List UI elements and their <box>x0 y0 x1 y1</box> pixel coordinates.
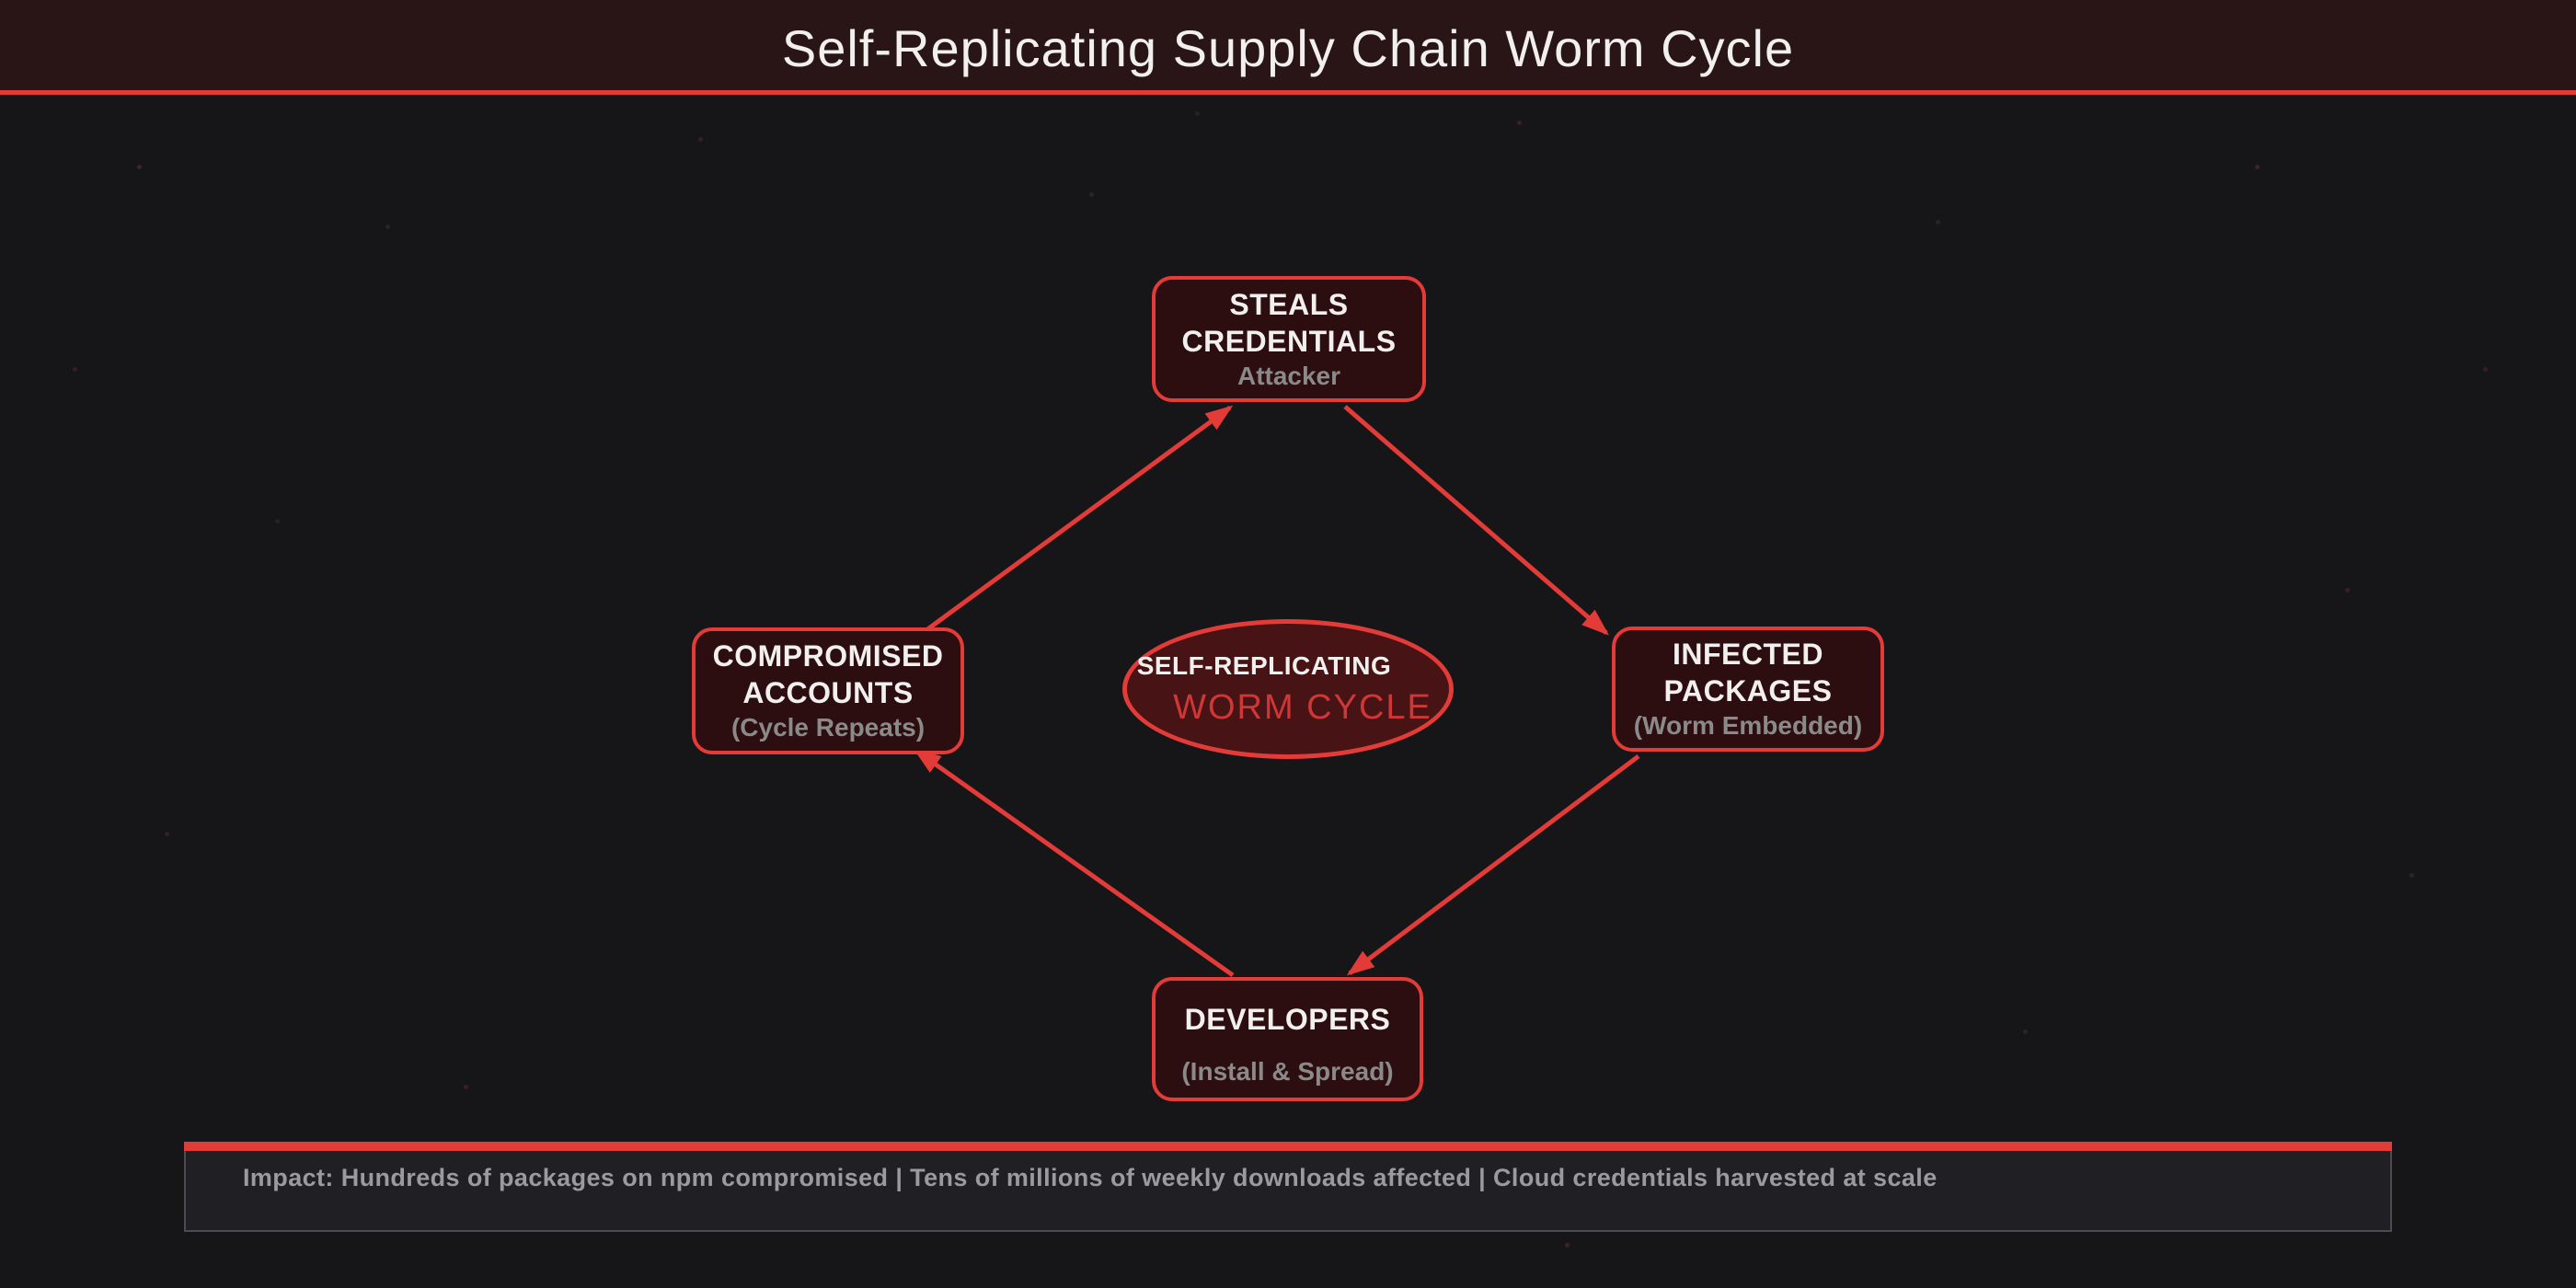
impact-panel: Impact: Hundreds of packages on npm comp… <box>184 1151 2392 1232</box>
impact-accent-bar <box>184 1142 2392 1151</box>
node-steals-credentials: STEALS CREDENTIALS Attacker <box>1152 276 1426 402</box>
cycle-label-line1: SELF-REPLICATING <box>1136 650 1392 680</box>
edge-steals-credentials-to-infected-packages <box>1343 405 1610 636</box>
page-title: Self-Replicating Supply Chain Worm Cycle <box>781 18 1795 77</box>
edge-infected-packages-to-developers <box>1346 754 1640 976</box>
node-subtitle: Attacker <box>1236 361 1341 390</box>
node-subtitle: (Install & Spread) <box>1181 1057 1394 1086</box>
edge-compromised-accounts-to-steals-credentials <box>918 405 1234 638</box>
node-title-line: INFECTED <box>1673 638 1823 671</box>
node-developers: DEVELOPERS (Install & Spread) <box>1152 977 1423 1101</box>
title-bar: Self-Replicating Supply Chain Worm Cycle <box>0 0 2576 95</box>
cycle-label-line2: WORM CYCLE <box>1173 687 1432 727</box>
node-infected-packages: INFECTED PACKAGES (Worm Embedded) <box>1612 627 1884 752</box>
node-title-line: DEVELOPERS <box>1184 1003 1391 1036</box>
node-title-line: COMPROMISED <box>712 639 944 673</box>
node-subtitle: (Cycle Repeats) <box>730 713 926 742</box>
impact-text: Impact: Hundreds of packages on npm comp… <box>243 1164 1938 1191</box>
node-title-line: STEALS <box>1229 287 1349 321</box>
node-title-line: CREDENTIALS <box>1181 324 1397 358</box>
edge-developers-to-compromised-accounts <box>913 748 1235 978</box>
node-subtitle: (Worm Embedded) <box>1633 711 1863 740</box>
center-cycle-ellipse: SELF-REPLICATING WORM CYCLE <box>1122 619 1454 759</box>
impact-summary-bar: Impact: Hundreds of packages on npm comp… <box>184 1142 2392 1232</box>
node-title-line: ACCOUNTS <box>742 676 914 709</box>
node-title-line: PACKAGES <box>1663 674 1833 707</box>
node-compromised-accounts: COMPROMISED ACCOUNTS (Cycle Repeats) <box>692 627 964 754</box>
